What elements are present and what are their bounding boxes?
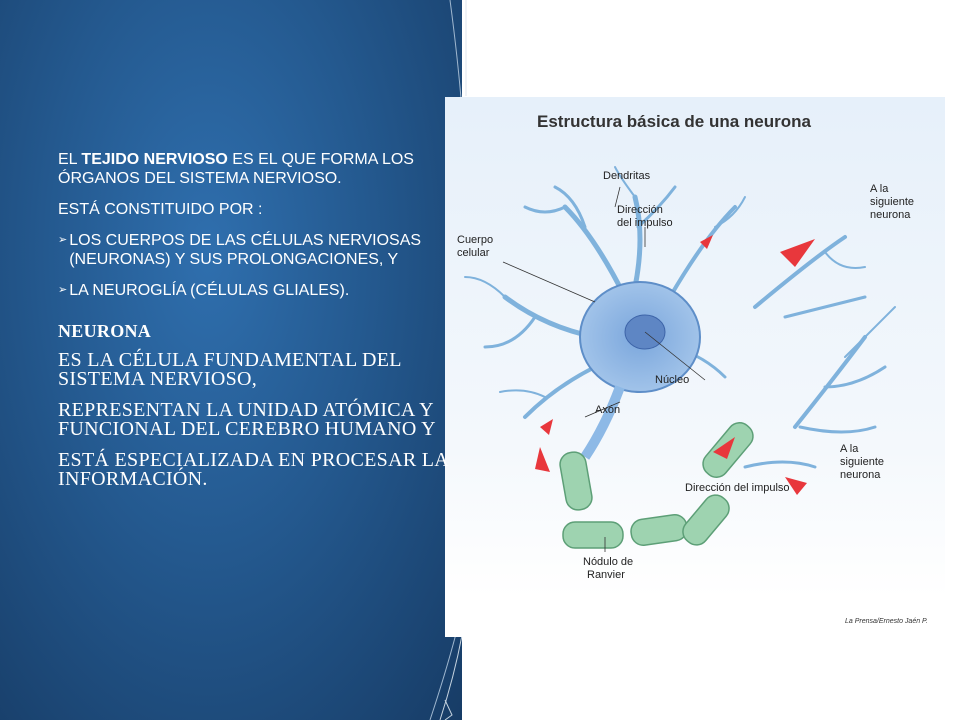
label-siguiente-2: A la xyxy=(840,443,859,455)
label-axon: Axón xyxy=(595,404,620,416)
constituted-paragraph: ESTÁ CONSTITUIDO POR : xyxy=(58,201,263,218)
definition-paragraph: ES LA CÉLULA FUNDAMENTAL DEL SISTEMA NER… xyxy=(58,349,402,390)
neuron-illustration: Estructura básica de una neurona xyxy=(445,97,945,625)
neuron-diagram: Estructura básica de una neurona xyxy=(445,97,945,637)
arrow-bullet-icon: ➢ xyxy=(58,284,68,296)
label-siguiente-1: A la xyxy=(870,183,889,195)
bullet-text: LOS CUERPOS DE LAS CÉLULAS NERVIOSAS (NE… xyxy=(69,232,422,268)
label-dendritas: Dendritas xyxy=(603,170,651,182)
axon-hillock xyxy=(580,385,625,460)
label-direccion: Dirección xyxy=(617,204,663,216)
pointer-lines xyxy=(502,186,706,552)
bullet-item: ➢ LA NEUROGLÍA (CÉLULAS GLIALES). xyxy=(58,281,448,300)
label-siguiente-2b: siguiente xyxy=(840,456,884,468)
definition-paragraph: ESTÁ ESPECIALIZADA EN PROCESAR LA INFORM… xyxy=(58,449,448,490)
bullet-text: LA NEUROGLÍA (CÉLULAS GLIALES). xyxy=(69,282,350,299)
label-siguiente-1c: neurona xyxy=(870,209,911,221)
label-siguiente-1b: siguiente xyxy=(870,196,914,208)
myelinated-axon xyxy=(559,422,754,549)
label-nucleo: Núcleo xyxy=(655,374,689,386)
label-nodulo: Nódulo de xyxy=(583,556,633,568)
arrow-bullet-icon: ➢ xyxy=(58,234,68,246)
label-nodulo-b: Ranvier xyxy=(587,569,625,581)
label-direccion-2: Dirección del impulso xyxy=(685,482,790,494)
left-blue-panel xyxy=(0,0,462,720)
bullet-item: ➢ LOS CUERPOS DE LAS CÉLULAS NERVIOSAS (… xyxy=(58,231,448,269)
definition-paragraph: REPRESENTAN LA UNIDAD ATÓMICA Y FUNCIONA… xyxy=(58,399,436,440)
intro-pre: EL xyxy=(58,151,82,168)
diagram-title: Estructura básica de una neurona xyxy=(537,112,812,131)
image-credit: La Prensa/Ernesto Jaén P. xyxy=(845,618,928,625)
neurona-heading: NEURONA xyxy=(58,321,152,341)
slide-text: EL TEJIDO NERVIOSO ES EL QUE FORMA LOS Ó… xyxy=(58,150,448,501)
intro-paragraph: EL TEJIDO NERVIOSO ES EL QUE FORMA LOS Ó… xyxy=(58,150,448,188)
intro-post: ES EL QUE FORMA LOS ÓRGANOS DEL SISTEMA … xyxy=(58,151,414,187)
label-direccion-b: del impulso xyxy=(617,217,673,229)
label-cuerpo: Cuerpo xyxy=(457,234,493,246)
direction-arrows xyxy=(535,235,815,495)
label-siguiente-2c: neurona xyxy=(840,469,881,481)
intro-bold: TEJIDO NERVIOSO xyxy=(81,151,228,168)
label-cuerpo-b: celular xyxy=(457,247,490,259)
